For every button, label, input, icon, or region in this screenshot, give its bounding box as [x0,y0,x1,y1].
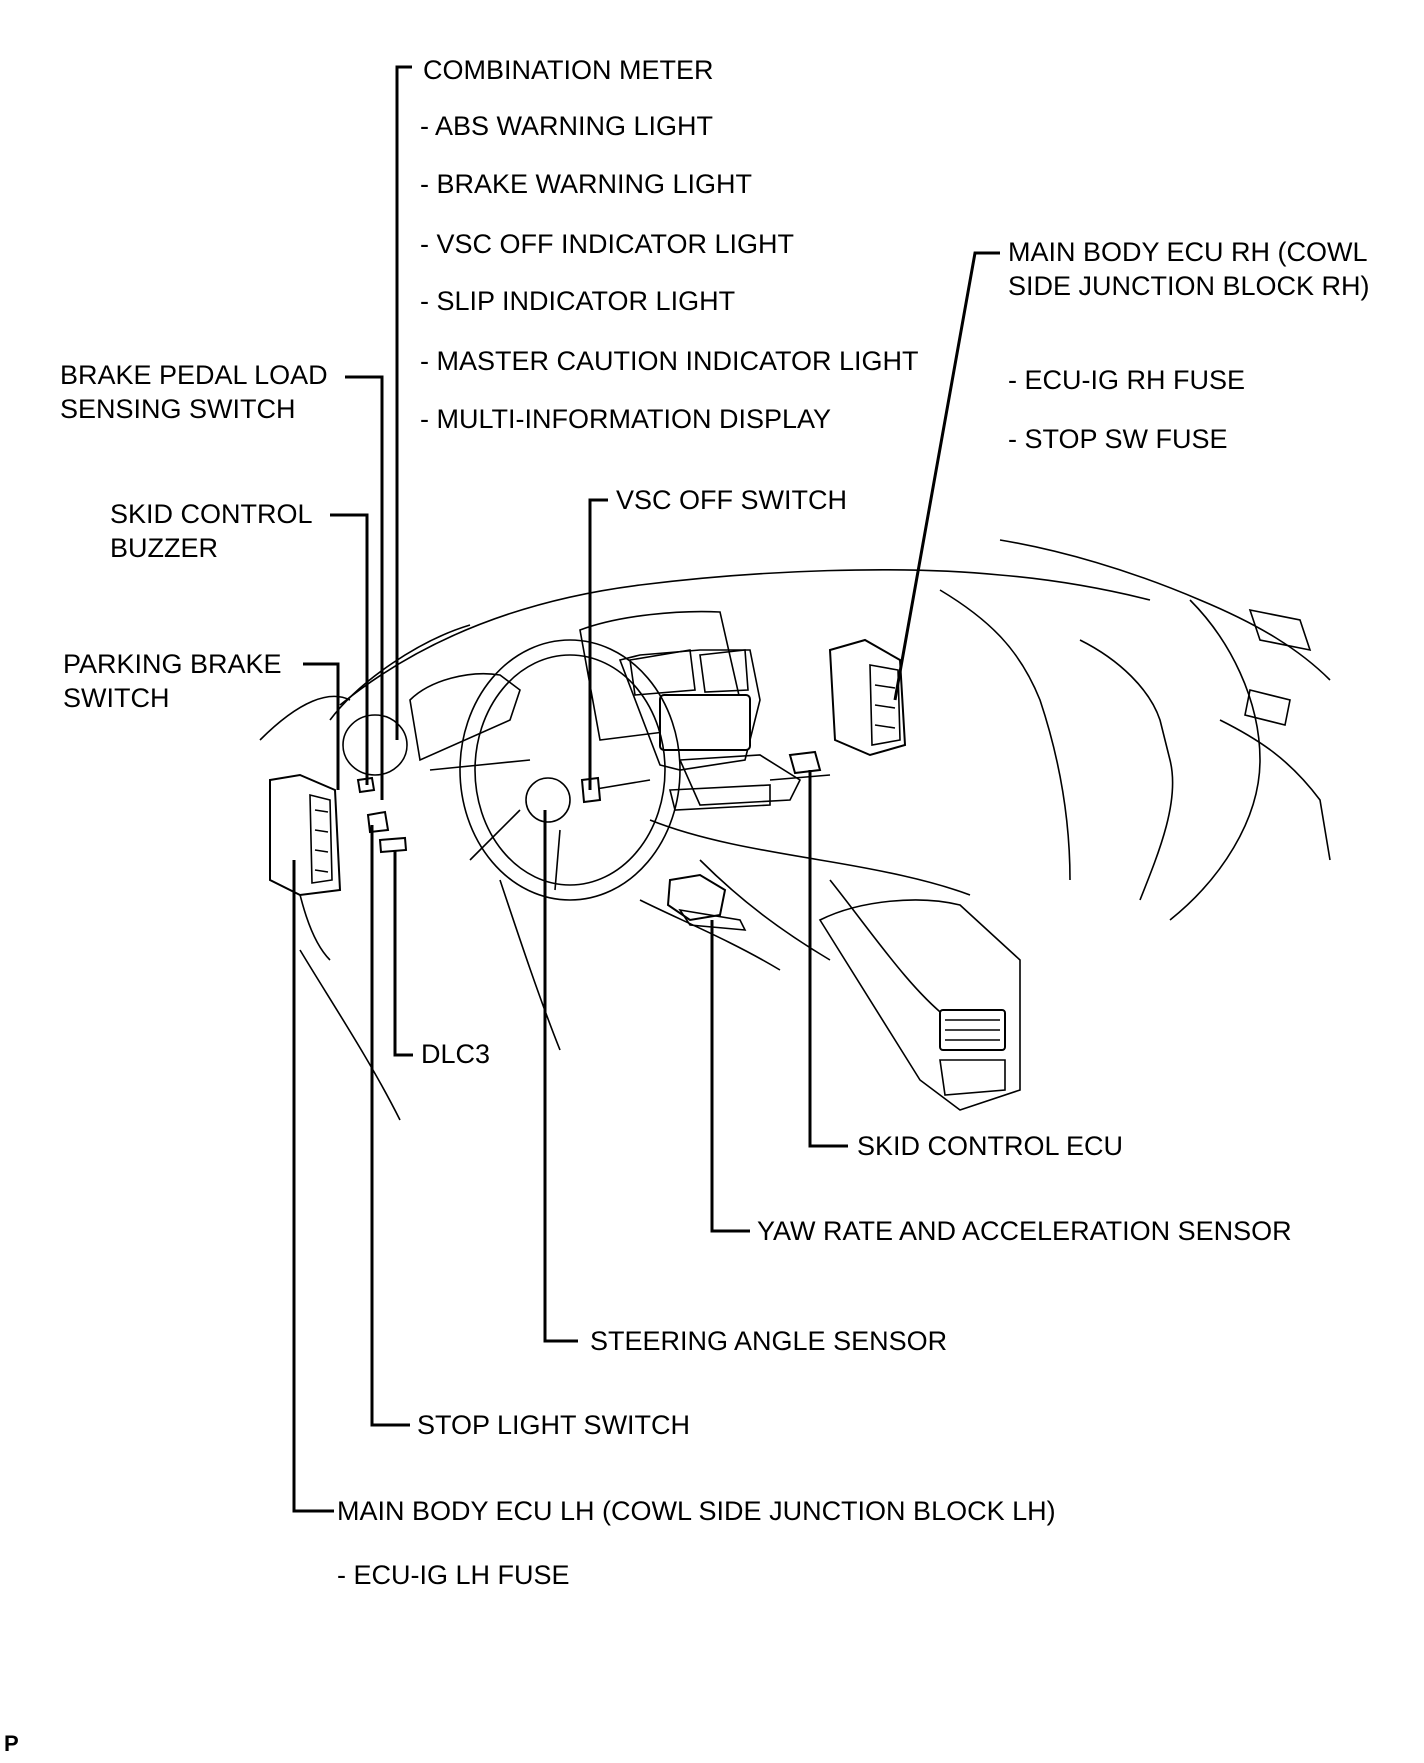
label-abs-warning-light: - ABS WARNING LIGHT [420,111,714,141]
label-combination-meter: COMBINATION METER [423,55,714,85]
label-brake-warning-light: - BRAKE WARNING LIGHT [420,169,753,199]
dashboard-outline [259,539,1331,1121]
label-main-body-ecu-rh-line1: MAIN BODY ECU RH (COWL [1008,237,1368,267]
label-ecu-ig-rh-fuse: - ECU-IG RH FUSE [1008,365,1246,395]
label-ecu-ig-lh-fuse: - ECU-IG LH FUSE [337,1560,570,1590]
dlc3-part [378,836,408,854]
center-console [818,899,1021,1111]
label-main-body-ecu-lh: MAIN BODY ECU LH (COWL SIDE JUNCTION BLO… [337,1496,1056,1526]
yaw-rate-sensor-part [666,873,747,931]
footer-code: P [4,1731,19,1756]
label-skid-control-ecu: SKID CONTROL ECU [857,1131,1124,1161]
label-steering-angle-sensor: STEERING ANGLE SENSOR [590,1326,948,1356]
label-parking-brake-line1: PARKING BRAKE [63,649,282,679]
label-brake-pedal-load-line2: SENSING SWITCH [60,394,296,424]
label-vsc-off-indicator-light: - VSC OFF INDICATOR LIGHT [420,229,795,259]
steering-wheel [459,639,681,901]
leader-lines [292,65,1000,1513]
label-skid-control-buzzer-line1: SKID CONTROL [110,499,313,529]
label-multi-information-display: - MULTI-INFORMATION DISPLAY [420,404,832,434]
label-main-body-ecu-rh-line2: SIDE JUNCTION BLOCK RH) [1008,271,1370,301]
label-dlc3: DLC3 [421,1039,491,1069]
label-brake-pedal-load-line1: BRAKE PEDAL LOAD [60,360,328,390]
center-stack [618,649,771,811]
main-body-ecu-lh-box [269,773,342,897]
label-slip-indicator-light: - SLIP INDICATOR LIGHT [420,286,736,316]
label-skid-control-buzzer-line2: BUZZER [110,533,218,563]
label-parking-brake-line2: SWITCH [63,683,170,713]
label-stop-sw-fuse: - STOP SW FUSE [1008,424,1228,454]
label-stop-light-switch: STOP LIGHT SWITCH [417,1410,691,1440]
label-yaw-rate-sensor: YAW RATE AND ACCELERATION SENSOR [757,1216,1292,1246]
skid-control-ecu-part [769,750,831,781]
label-vsc-off-switch: VSC OFF SWITCH [616,485,847,515]
label-master-caution-indicator-light: - MASTER CAUTION INDICATOR LIGHT [420,346,919,376]
instrument-cluster [342,672,531,776]
main-body-ecu-rh-box [828,638,907,757]
